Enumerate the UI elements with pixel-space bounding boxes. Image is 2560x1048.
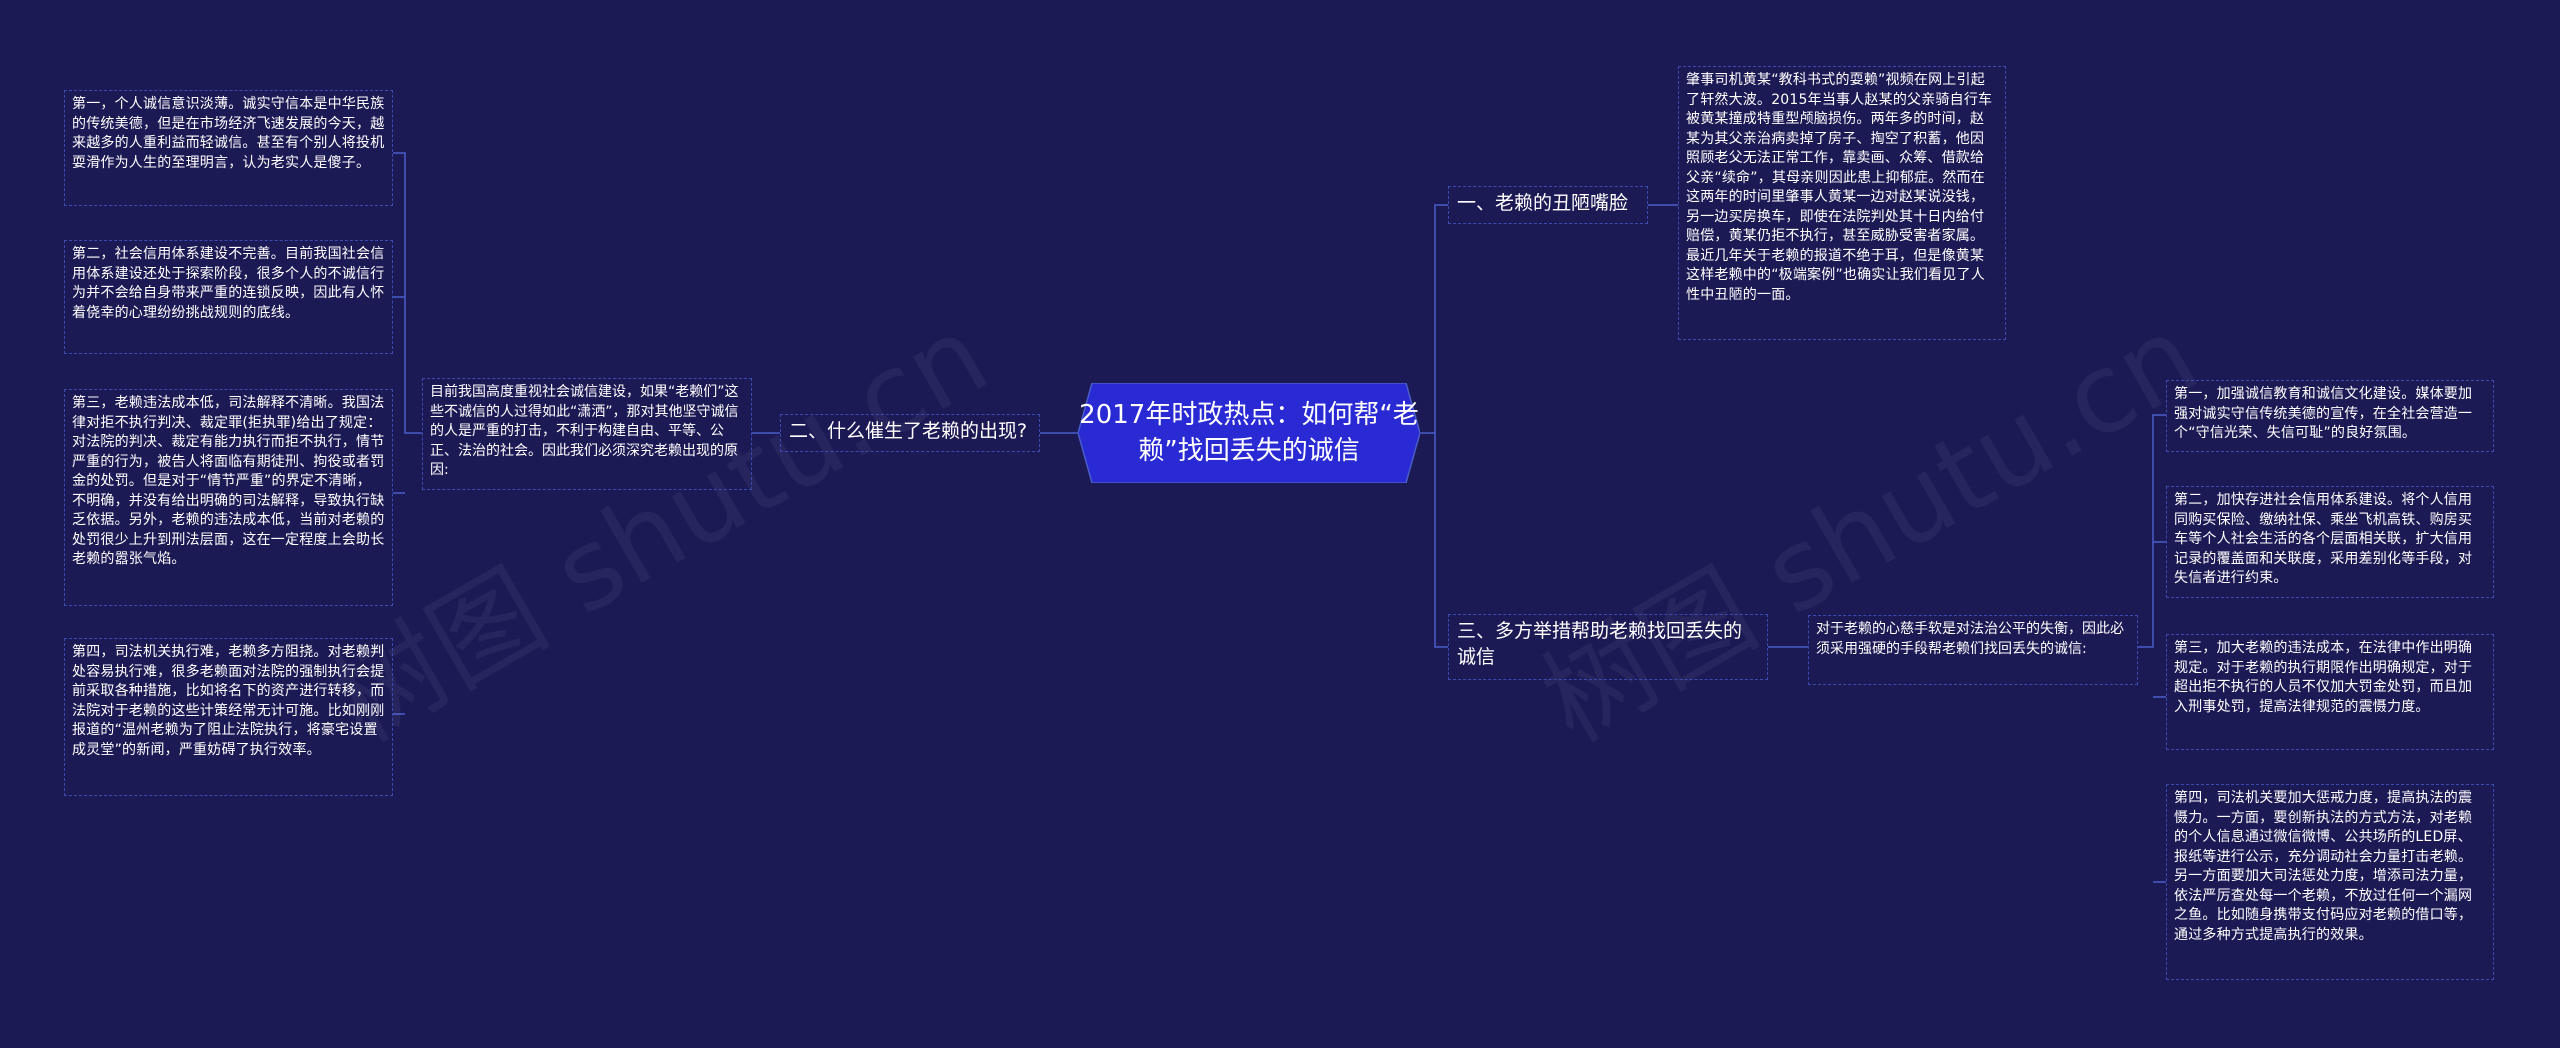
root-shape: [1078, 383, 1420, 483]
cause-leaf-2[interactable]: 第二，社会信用体系建设不完善。目前我国社会信用体系建设还处于探索阶段，很多个人的…: [64, 240, 393, 354]
branch-measures[interactable]: 三、多方举措帮助老赖找回丢失的诚信: [1448, 614, 1768, 680]
root-title: 2017年时政热点：如何帮“老赖”找回丢失的诚信: [1079, 400, 1419, 466]
measure-leaf-3[interactable]: 第三，加大老赖的违法成本，在法律中作出明确规定。对于老赖的执行期限作出明确规定，…: [2166, 634, 2494, 750]
branch-causes-summary[interactable]: 目前我国高度重视社会诚信建设，如果“老赖们”这些不诚信的人过得如此“潇洒”，那对…: [422, 378, 752, 490]
cause-leaf-1[interactable]: 第一，个人诚信意识淡薄。诚实守信本是中华民族的传统美德，但是在市场经济飞速发展的…: [64, 90, 393, 206]
root-node[interactable]: 2017年时政热点：如何帮“老赖”找回丢失的诚信: [1078, 383, 1420, 483]
measure-leaf-4[interactable]: 第四，司法机关要加大惩戒力度，提高执法的震慑力。一方面，要创新执法的方式方法，对…: [2166, 784, 2494, 980]
measure-leaf-1[interactable]: 第一，加强诚信教育和诚信文化建设。媒体要加强对诚实守信传统美德的宣传，在全社会营…: [2166, 380, 2494, 452]
measure-leaf-2[interactable]: 第二，加快存进社会信用体系建设。将个人信用同购买保险、缴纳社保、乘坐飞机高铁、购…: [2166, 486, 2494, 598]
cause-leaf-4[interactable]: 第四，司法机关执行难，老赖多方阻挠。对老赖判处容易执行难，很多老赖面对法院的强制…: [64, 638, 393, 796]
cause-leaf-3[interactable]: 第三，老赖违法成本低，司法解释不清晰。我国法律对拒不执行判决、裁定罪(拒执罪)给…: [64, 389, 393, 606]
ugly-face-leaf[interactable]: 肇事司机黄某“教科书式的耍赖”视频在网上引起了轩然大波。2015年当事人赵某的父…: [1678, 66, 2006, 340]
branch-measures-summary[interactable]: 对于老赖的心慈手软是对法治公平的失衡，因此必须采用强硬的手段帮老赖们找回丢失的诚…: [1808, 615, 2138, 685]
branch-ugly-face[interactable]: 一、老赖的丑陋嘴脸: [1448, 186, 1648, 224]
branch-causes[interactable]: 二、什么催生了老赖的出现?: [780, 414, 1040, 452]
